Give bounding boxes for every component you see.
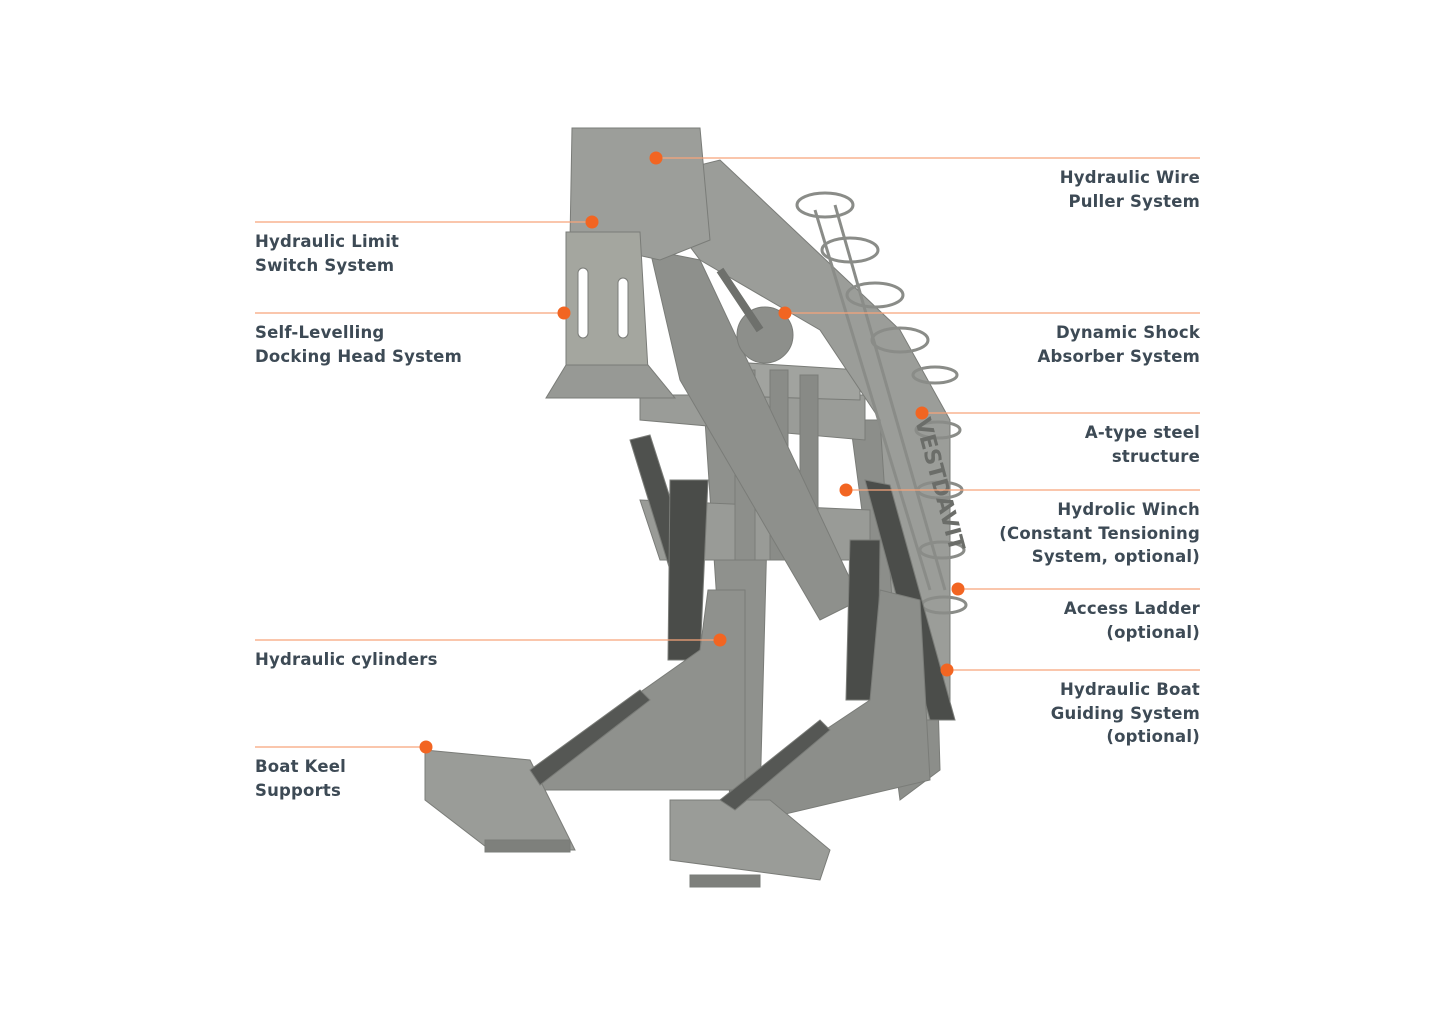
callout-text-line: Docking Head System [255, 346, 462, 366]
callout-text-line: Dynamic Shock [1055, 323, 1200, 342]
callout-label-ladder: Access Ladder (optional) [1064, 597, 1200, 644]
callout-text-line: (optional) [1106, 727, 1200, 746]
callout-text-line: Hydrolic Winch [1057, 500, 1200, 519]
hotspot-dot-keel-supports [419, 740, 433, 754]
callout-text-line: A-type steel [1084, 423, 1200, 442]
access-ladder [795, 191, 968, 615]
callout-text-line: Hydraulic Boat [1060, 680, 1200, 699]
callout-text-line: Access Ladder [1063, 599, 1200, 618]
callout-text-line: Self-Levelling [255, 323, 385, 342]
callout-text-line: (Constant Tensioning [999, 523, 1200, 543]
callout-label-cylinders: Hydraulic cylinders [255, 648, 438, 672]
hotspot-dot-wire-puller [649, 151, 663, 165]
hotspot-dot-steel-structure [915, 406, 929, 420]
callout-text-line: Hydraulic Limit [255, 232, 400, 251]
hotspot-dot-shock-absorber [778, 306, 792, 320]
callout-text-line: Supports [255, 780, 342, 800]
callout-text-line: structure [1111, 446, 1200, 466]
callout-text-line: (optional) [1106, 622, 1200, 642]
callout-text-line: Boat Keel [255, 757, 347, 776]
callout-text-line: Puller System [1068, 191, 1200, 211]
hotspot-dot-winch [839, 483, 853, 497]
callout-text-line: System, optional) [1031, 547, 1200, 566]
hotspot-dot-ladder [951, 582, 965, 596]
leader-lines [255, 151, 1200, 754]
hotspot-dot-cylinders [713, 633, 727, 647]
launch-recovery-system [424, 127, 968, 888]
callout-text-line: Absorber System [1037, 346, 1200, 366]
hotspot-dot-boat-guiding [940, 663, 954, 677]
hotspot-dot-limit-switch [585, 215, 599, 229]
callout-text-line: Switch System [255, 255, 395, 275]
callout-text-line: Hydraulic Wire [1059, 168, 1200, 187]
callout-text-line: Hydraulic cylinders [255, 650, 438, 669]
hotspot-dot-docking-head [557, 306, 571, 320]
callout-text-line: Guiding System [1050, 703, 1200, 723]
callout-label-steel-structure: A-type steel structure [1085, 421, 1200, 468]
